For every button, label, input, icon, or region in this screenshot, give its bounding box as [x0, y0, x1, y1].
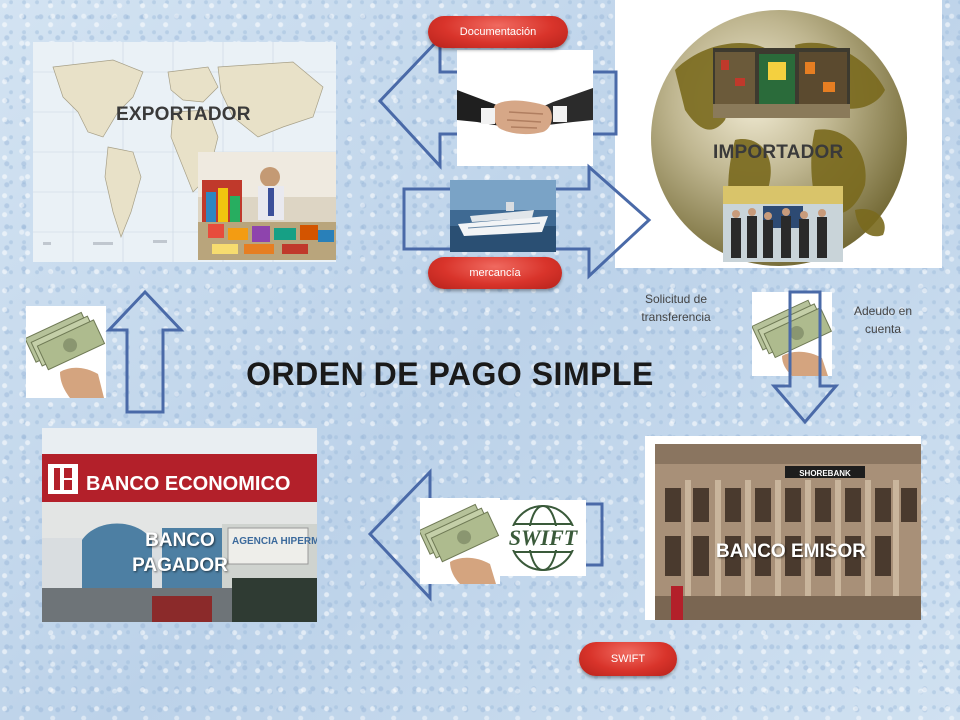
- banco-emisor-label: BANCO EMISOR: [716, 541, 866, 562]
- banco-emisor-photo: SHOREBANK: [645, 436, 921, 620]
- importador-shop-photo: [713, 48, 850, 118]
- ship-icon: [450, 180, 556, 252]
- banco-pagador-photo: BANCO ECONOMICO AGENCIA HIPERMAXI: [42, 428, 317, 622]
- mercancia-pill: mercancía: [428, 257, 562, 289]
- banco-economico-sign: BANCO ECONOMICO: [86, 473, 290, 495]
- banco-pagador-label: BANCO PAGADOR: [132, 530, 228, 576]
- down-arrow: [770, 290, 840, 425]
- importador-label: IMPORTADOR: [713, 142, 844, 163]
- swift-logo-text: SWIFT: [509, 525, 579, 550]
- adeudo-note: Adeudo en cuenta: [853, 304, 913, 336]
- money-hand-pagador: [26, 306, 106, 398]
- handshake-icon: [457, 50, 593, 166]
- swift-arrow: [367, 468, 604, 602]
- handshake-photo: [457, 50, 593, 166]
- cash-icon: [420, 498, 500, 584]
- exportador-person-photo: [198, 152, 336, 260]
- solicitud-note: Solicitud de transferencia: [641, 292, 711, 324]
- documentacion-pill: Documentación: [428, 16, 568, 48]
- money-hand-swift: [420, 498, 500, 584]
- shore-bank-sign: SHOREBANK: [799, 469, 851, 478]
- swift-pill: SWIFT: [579, 642, 677, 676]
- exportador-label: EXPORTADOR: [116, 104, 251, 125]
- diagram-title: ORDEN DE PAGO SIMPLE: [246, 356, 654, 392]
- up-arrow: [105, 289, 185, 414]
- cash-icon: [26, 306, 106, 398]
- swift-globe-icon: SWIFT: [500, 500, 586, 576]
- agencia-sign: AGENCIA HIPERMAXI: [232, 536, 317, 547]
- mercancia-arrow: [402, 163, 652, 280]
- swift-logo: SWIFT: [500, 500, 586, 576]
- importador-meeting-photo: [723, 186, 843, 262]
- cruise-ship-photo: [450, 180, 556, 252]
